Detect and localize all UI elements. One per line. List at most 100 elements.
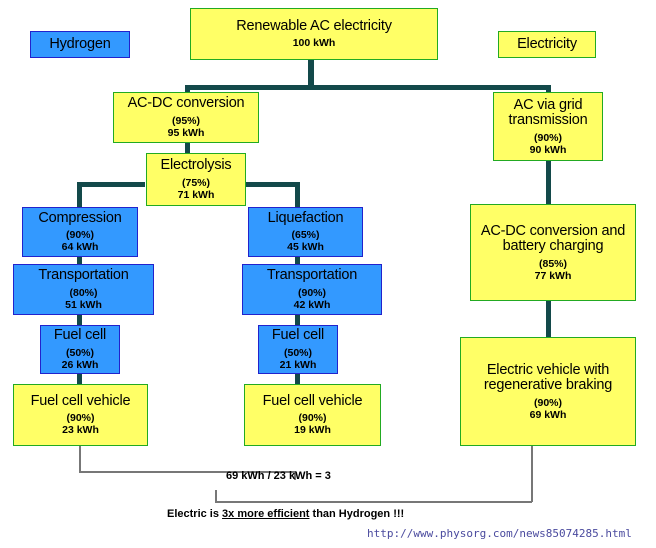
node-title: Transportation bbox=[266, 267, 358, 284]
connector-acdc-to-electrolysis bbox=[185, 142, 190, 154]
node-ac-via-grid-transmission[interactable]: AC via grid transmission (90%) 90 kWh bbox=[493, 92, 603, 161]
legend-electricity: Electricity bbox=[498, 31, 596, 58]
connector-transport-to-fuelcell-mid bbox=[295, 314, 300, 326]
node-electrolysis[interactable]: Electrolysis (75%) 71 kWh bbox=[146, 153, 246, 206]
node-pct: (90%) bbox=[297, 286, 326, 299]
legend-electricity-label: Electricity bbox=[517, 35, 577, 52]
connector-electrolysis-right-arm bbox=[228, 182, 300, 187]
node-title: Compression bbox=[38, 209, 122, 226]
node-fuel-cell-middle[interactable]: Fuel cell (50%) 21 kWh bbox=[258, 325, 338, 374]
node-title: Fuel cell vehicle bbox=[30, 392, 131, 409]
node-metrics: (65%) 45 kWh bbox=[287, 229, 324, 253]
node-transportation-middle[interactable]: Transportation (90%) 42 kWh bbox=[242, 264, 382, 315]
connector-compression-to-transport bbox=[77, 256, 82, 265]
node-kwh: 23 kWh bbox=[62, 424, 99, 437]
node-pct: (80%) bbox=[69, 286, 98, 299]
node-kwh: 95 kWh bbox=[167, 126, 205, 139]
node-pct: (90%) bbox=[66, 412, 95, 425]
bracket-right-stem bbox=[531, 446, 533, 502]
node-kwh: 64 kWh bbox=[61, 241, 99, 254]
node-title: Fuel cell bbox=[53, 327, 107, 344]
node-battery-charging[interactable]: AC-DC conversion and battery charging (8… bbox=[470, 204, 636, 301]
node-metrics: (80%) 51 kWh bbox=[65, 287, 102, 311]
node-fuel-cell-vehicle-middle[interactable]: Fuel cell vehicle (90%) 19 kWh bbox=[244, 384, 381, 446]
node-pct: (90%) bbox=[65, 229, 94, 242]
node-metrics: (90%) 23 kWh bbox=[62, 412, 99, 436]
source-url[interactable]: http://www.physorg.com/news85074285.html bbox=[367, 527, 632, 540]
node-pct: (75%) bbox=[181, 176, 210, 189]
node-pct: (50%) bbox=[65, 346, 94, 359]
node-title: AC-DC conversion and battery charging bbox=[480, 222, 626, 254]
node-pct: (65%) bbox=[291, 229, 320, 242]
connector-top-bus bbox=[185, 85, 551, 90]
node-metrics: (75%) 71 kWh bbox=[178, 177, 215, 201]
annotation-conclusion-pre: Electric is bbox=[167, 508, 223, 520]
node-title: Renewable AC electricity bbox=[236, 17, 392, 34]
node-kwh: 21 kWh bbox=[279, 358, 317, 371]
node-kwh: 77 kWh bbox=[534, 269, 572, 282]
node-transportation-left[interactable]: Transportation (80%) 51 kWh bbox=[13, 264, 154, 315]
connector-transport-to-fuelcell-left bbox=[77, 314, 82, 326]
node-kwh: 69 kWh bbox=[529, 408, 567, 421]
node-kwh: 100 kWh bbox=[292, 37, 336, 50]
node-metrics: (90%) 19 kWh bbox=[294, 412, 331, 436]
node-kwh: 42 kWh bbox=[293, 298, 331, 311]
connector-to-compression bbox=[77, 182, 82, 208]
node-compression[interactable]: Compression (90%) 64 kWh bbox=[22, 207, 138, 257]
node-metrics: (90%) 64 kWh bbox=[62, 229, 99, 253]
node-kwh: 26 kWh bbox=[61, 358, 99, 371]
node-fuel-cell-vehicle-left[interactable]: Fuel cell vehicle (90%) 23 kWh bbox=[13, 384, 148, 446]
node-liquefaction[interactable]: Liquefaction (65%) 45 kWh bbox=[248, 207, 363, 257]
node-renewable-ac-electricity[interactable]: Renewable AC electricity 100 kWh bbox=[190, 8, 438, 60]
connector-fuelcell-to-fcv-mid bbox=[295, 373, 300, 385]
node-title: Transportation bbox=[38, 267, 129, 284]
connector-to-liquefaction bbox=[295, 182, 300, 208]
connector-to-acdc bbox=[185, 85, 190, 95]
node-kwh: 45 kWh bbox=[287, 241, 324, 254]
node-metrics: (50%) 21 kWh bbox=[280, 347, 317, 371]
connector-liquefaction-to-transport bbox=[295, 256, 300, 265]
node-metrics: (85%) 77 kWh bbox=[535, 258, 572, 282]
node-title: Electric vehicle with regenerative braki… bbox=[483, 361, 613, 393]
node-kwh: 71 kWh bbox=[177, 188, 215, 201]
bracket-mid-down bbox=[294, 471, 296, 480]
node-metrics: 100 kWh bbox=[293, 37, 336, 49]
node-kwh: 51 kWh bbox=[65, 298, 102, 311]
connector-source-stem bbox=[308, 60, 314, 87]
node-metrics: (50%) 26 kWh bbox=[62, 347, 99, 371]
bracket-horizontal bbox=[79, 471, 296, 473]
bracket-lower-mid-stem bbox=[215, 490, 217, 502]
node-ac-dc-conversion[interactable]: AC-DC conversion (95%) 95 kWh bbox=[113, 92, 259, 143]
node-metrics: (90%) 90 kWh bbox=[530, 132, 567, 156]
node-pct: (90%) bbox=[298, 412, 327, 425]
node-fuel-cell-left[interactable]: Fuel cell (50%) 26 kWh bbox=[40, 325, 120, 374]
node-pct: (95%) bbox=[171, 114, 200, 127]
legend-hydrogen-label: Hydrogen bbox=[49, 35, 111, 52]
node-kwh: 19 kWh bbox=[294, 424, 331, 437]
annotation-conclusion: Electric is 3x more efficient than Hydro… bbox=[167, 508, 404, 520]
legend-hydrogen: Hydrogen bbox=[30, 31, 130, 58]
node-title: Electrolysis bbox=[160, 157, 232, 174]
node-title: Liquefaction bbox=[267, 209, 344, 226]
node-title: Fuel cell vehicle bbox=[262, 392, 363, 409]
annotation-ratio: 69 kWh / 23 kWh = 3 bbox=[226, 470, 331, 482]
node-electric-vehicle[interactable]: Electric vehicle with regenerative braki… bbox=[460, 337, 636, 446]
connector-battery-to-ev bbox=[546, 300, 551, 338]
node-pct: (90%) bbox=[533, 131, 562, 144]
annotation-conclusion-post: than Hydrogen !!! bbox=[309, 508, 405, 520]
node-title: AC-DC conversion bbox=[127, 95, 245, 112]
node-pct: (85%) bbox=[538, 257, 567, 270]
connector-fuelcell-to-fcv-left bbox=[77, 373, 82, 385]
bracket-left-stem bbox=[79, 446, 81, 472]
node-metrics: (90%) 42 kWh bbox=[294, 287, 331, 311]
node-kwh: 90 kWh bbox=[529, 143, 567, 156]
connector-to-grid bbox=[546, 85, 551, 95]
node-pct: (90%) bbox=[533, 396, 562, 409]
node-metrics: (95%) 95 kWh bbox=[168, 115, 205, 139]
node-pct: (50%) bbox=[283, 346, 312, 359]
node-metrics: (90%) 69 kWh bbox=[530, 397, 567, 421]
node-title: AC via grid transmission bbox=[508, 96, 588, 128]
connector-electrolysis-left-arm bbox=[77, 182, 145, 187]
node-title: Fuel cell bbox=[271, 327, 325, 344]
